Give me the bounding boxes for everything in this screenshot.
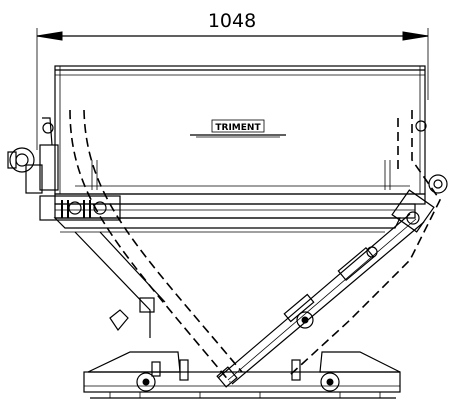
right-corner-block [391,189,435,233]
base-frame [83,371,401,393]
drive-housing [39,144,59,191]
base-left-shoe [87,351,181,373]
base-wheel-left [136,372,156,392]
drive-arm-pin [42,122,54,134]
base-post-2 [291,359,301,381]
right-roller [428,174,448,194]
scissor-arm-solid [217,213,425,385]
hopper-logo: TRIMENT [190,119,286,138]
base-crawler [83,351,401,399]
drive-pulley [9,147,35,173]
drive-arm [42,117,53,146]
arm-cylinder [337,246,375,282]
arrowhead-left [36,31,63,41]
arrowhead-right [402,31,429,41]
left-lever [109,309,129,332]
base-post-3 [151,361,161,377]
right-hidden-path [289,110,441,376]
scissor-arm-hidden [69,109,231,383]
overall-width-dimension: 1048 [36,10,429,150]
scissor-arm-hidden-2 [83,109,243,373]
drive-gearbox [39,195,121,221]
base-wheel-left-hub [142,378,150,386]
left-support-leg [74,231,166,338]
drive-pulley-hub [15,153,29,167]
logo-plate [211,119,265,133]
arm-cylinder-2 [283,293,315,323]
frame-beam [53,193,426,233]
left-pivot-bracket [139,297,155,313]
right-corner-pin [406,211,420,225]
scissor-pivot-centre [301,316,309,324]
base-wheel-right-hub [326,378,334,386]
gearbox-ribs [61,200,91,218]
scissor-mechanism [69,109,441,388]
base-right-shoe [319,351,401,373]
drive-bracket [25,164,43,194]
gearbox-bolt-2 [93,201,107,215]
dimension-value: 1048 [208,10,256,32]
right-roller-hub [433,179,443,189]
beam-lower [53,217,401,229]
base-post-1 [179,359,189,381]
right-upper-pin [415,120,427,132]
scissor-pivot [296,311,314,329]
beam-middle [54,203,416,219]
left-drive-assembly [7,117,121,221]
base-track-marks [109,392,381,398]
base-wheel-right [320,372,340,392]
arm-pin-upper [366,246,378,258]
right-roller-assembly [391,120,448,233]
scissor-arm-centre [227,218,417,381]
logo-text: TRIMENT [215,123,261,133]
drive-shaft-end [7,151,17,169]
